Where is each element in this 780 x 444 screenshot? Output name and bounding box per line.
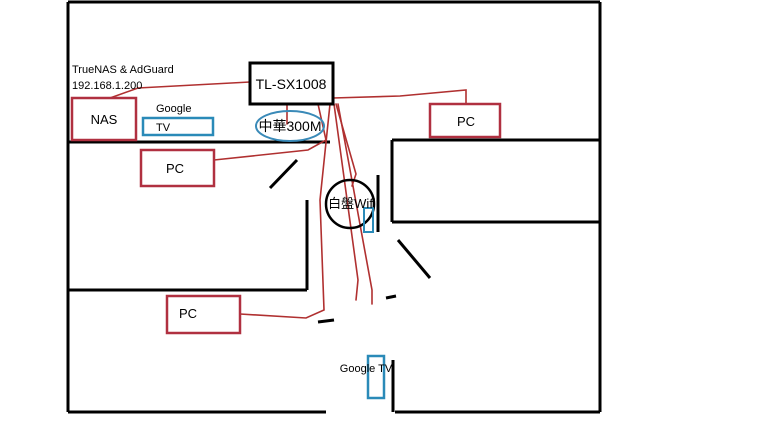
nas-caption-line1: TrueNAS & AdGuard (72, 64, 174, 76)
nas-box (70, 96, 138, 142)
nas-device: TrueNAS & AdGuard 192.168.1.200 NAS (70, 64, 174, 142)
nas-label: NAS (91, 112, 118, 127)
google-tv-2: Google TV (340, 354, 393, 400)
pc-top-right-box (428, 102, 502, 139)
pc-left-lower-label: PC (179, 306, 197, 321)
google-tv-2-label: Google TV (340, 363, 393, 375)
pc-left-upper-box (139, 148, 216, 188)
isp-label: 中華300M (258, 118, 321, 134)
cable-switch-pc-top-right (332, 89, 467, 105)
wifi-device: 白盤Wifi (324, 178, 376, 233)
wall-room2-door (268, 158, 299, 190)
wall-hall-diag (396, 239, 432, 279)
isp-ellipse (255, 110, 325, 142)
cable-switch-hall-1 (333, 103, 359, 301)
cable-switch-pc-left-lower (239, 103, 331, 319)
pc-left-upper: PC (139, 148, 216, 188)
wall-stub-2 (385, 294, 397, 300)
google-tv-2-box (366, 354, 386, 400)
pc-top-right-label: PC (457, 114, 475, 129)
pc-left-lower-box (165, 294, 242, 335)
isp-device: 中華300M (255, 110, 325, 142)
google-tv-1-box (141, 116, 215, 137)
pc-left-lower: PC (165, 294, 242, 335)
wall-stub-1 (317, 318, 335, 324)
wifi-antenna (363, 207, 374, 233)
google-tv-1: Google TV (141, 103, 215, 137)
wifi-label: 白盤Wifi (328, 196, 376, 211)
pc-top-right: PC (428, 102, 502, 139)
wifi-circle (324, 178, 376, 230)
walls (66, 0, 602, 414)
cable-switch-hall-2 (337, 103, 373, 305)
switch-label: TL-SX1008 (256, 76, 327, 92)
google-tv-1-label-line2: TV (156, 122, 171, 134)
nas-caption-line2: 192.168.1.200 (72, 80, 142, 92)
switch-device: TL-SX1008 (248, 61, 335, 106)
switch-box (248, 61, 335, 106)
cable-switch-nas (109, 81, 251, 99)
google-tv-1-label-line1: Google (156, 103, 191, 115)
pc-left-upper-label: PC (166, 161, 184, 176)
